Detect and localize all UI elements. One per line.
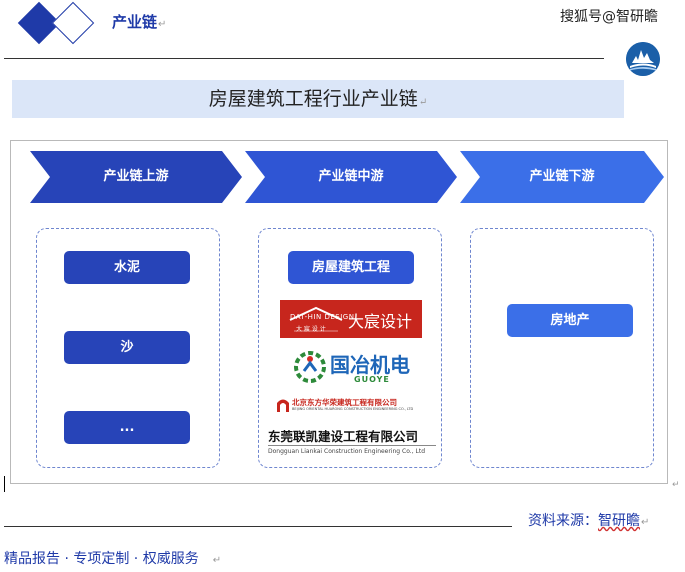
stage-arrow-upstream bbox=[30, 151, 242, 203]
title-banner: 房屋建筑工程行业产业链↵ bbox=[12, 80, 624, 118]
upstream-box bbox=[36, 228, 220, 468]
company-logo-sub-guoye: GUOYE bbox=[354, 375, 390, 384]
paragraph-mark: ↵ bbox=[672, 480, 680, 490]
upstream-item-cement: 水泥 bbox=[64, 251, 190, 284]
watermark-text: 搜狐号@智研瞻 bbox=[560, 9, 658, 25]
company-logo-sub: 大 宸 设 计 bbox=[296, 326, 326, 333]
downstream-box bbox=[470, 228, 654, 468]
midstream-box bbox=[258, 228, 442, 468]
stage-label-upstream: 产业链上游 bbox=[103, 169, 169, 184]
company-logo-huarong: 北京东方华荣建筑工程有限公司 BEIJING ORIENTAL HUARONG … bbox=[276, 396, 432, 416]
company-name-guoye: 国冶机电 bbox=[330, 353, 410, 377]
company-logo-sub-huarong: BEIJING ORIENTAL HUARONG CONSTRUCTION EN… bbox=[292, 407, 414, 411]
publisher-logo-icon bbox=[626, 42, 660, 76]
chart-title: 房屋建筑工程行业产业链↵ bbox=[208, 88, 428, 110]
stage-arrow-midstream bbox=[245, 151, 457, 203]
company-name-liankai: 东莞联凯建设工程有限公司 bbox=[268, 429, 419, 444]
stage-label-downstream: 产业链下游 bbox=[529, 169, 595, 184]
roof-logo-icon bbox=[289, 306, 343, 332]
header-title: 产业链↵ bbox=[112, 13, 167, 31]
downstream-item-real-estate: 房地产 bbox=[507, 304, 633, 337]
midstream-item-building-engineering: 房屋建筑工程 bbox=[288, 251, 414, 284]
company-logo-sub-liankai: Dongguan Liankai Construction Engineerin… bbox=[268, 448, 426, 455]
company-logo-rule bbox=[268, 445, 436, 446]
arch-logo-icon bbox=[277, 399, 289, 412]
header-divider bbox=[4, 58, 604, 59]
footer-tagline: 精品报告 · 专项定制 · 权威服务↵ bbox=[4, 551, 222, 567]
company-name-dachen: 大宸设计 bbox=[348, 312, 413, 331]
company-name-huarong: 北京东方华荣建筑工程有限公司 bbox=[292, 398, 397, 407]
upstream-item-more: ... bbox=[64, 411, 190, 444]
source-label: 资料来源： bbox=[528, 513, 598, 529]
company-logo-guoye: 国冶机电 GUOYE bbox=[292, 347, 422, 387]
stage-label-midstream: 产业链中游 bbox=[318, 169, 384, 184]
footer-divider bbox=[4, 526, 512, 527]
source-name: 智研瞻 bbox=[598, 513, 640, 529]
company-logo-dachen: DAT-HIN DESIGN 大 宸 设 计 大宸设计 bbox=[280, 300, 422, 338]
gear-person-logo-icon bbox=[294, 351, 326, 383]
source-line: 资料来源：智研瞻↵ bbox=[528, 513, 650, 529]
company-logo-en: DAT-HIN DESIGN bbox=[290, 313, 355, 321]
company-logo-liankai: 东莞联凯建设工程有限公司 Dongguan Liankai Constructi… bbox=[262, 424, 438, 460]
stage-arrow-downstream bbox=[460, 151, 664, 203]
text-cursor bbox=[4, 476, 5, 492]
upstream-item-sand: 沙 bbox=[64, 331, 190, 364]
brand-diamond-outline-icon bbox=[51, 1, 95, 45]
